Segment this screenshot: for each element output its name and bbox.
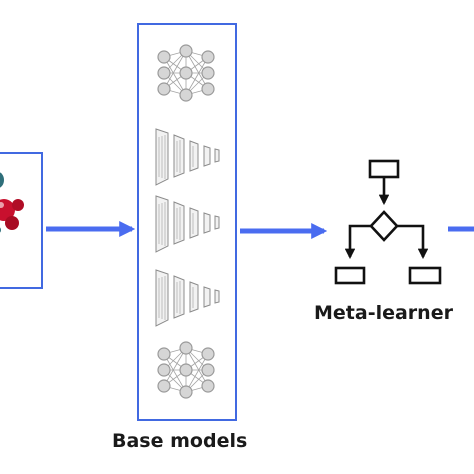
decision-tree-icon <box>334 159 442 285</box>
cnn-icon <box>155 195 220 253</box>
base-models-label: Base models <box>112 430 248 452</box>
meta-learner-label: Meta-learner <box>314 302 453 324</box>
input-frame <box>0 152 43 289</box>
cnn-icon <box>155 269 220 327</box>
neural-network-icon <box>157 44 215 102</box>
neural-network-icon <box>157 341 215 399</box>
cnn-icon <box>155 128 220 186</box>
base-models-frame <box>137 23 237 421</box>
molecule-icon <box>0 172 24 233</box>
